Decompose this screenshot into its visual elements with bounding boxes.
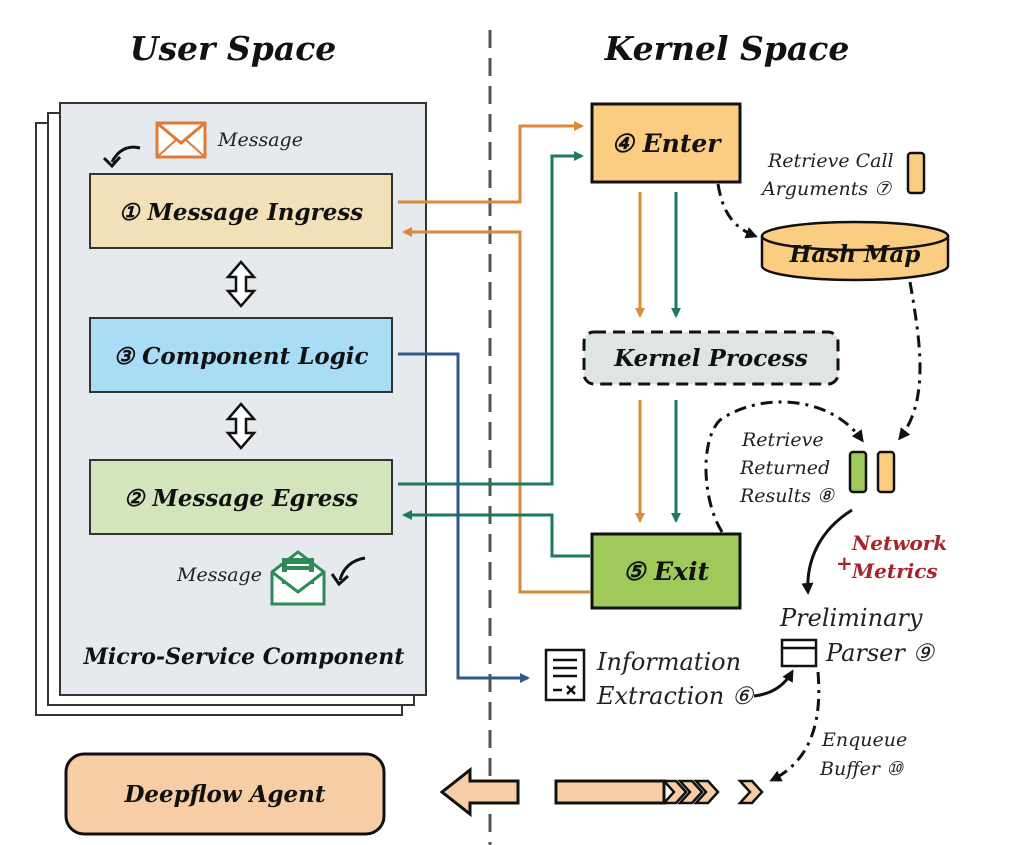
message-egress-box (89, 459, 393, 535)
deepflow-agent-box (64, 752, 386, 836)
document-icon (544, 648, 586, 702)
micro-service-label: Micro-Service Component (83, 644, 405, 670)
parser-label-2: Parser ⑨ (825, 639, 935, 667)
exit-box (590, 532, 742, 610)
parser-label-1: Preliminary (779, 604, 923, 632)
retrieve-returned-label-2: Returned (739, 457, 830, 479)
double-arrow-icon (225, 402, 257, 450)
curved-arrow-icon (102, 145, 141, 169)
buffer-bar (554, 779, 666, 805)
double-arrow-icon (225, 260, 257, 308)
network-plus-label: + (836, 551, 853, 575)
enqueue-label-1: Enqueue (821, 729, 907, 751)
message-ingress-label: ① Message Ingress (119, 199, 364, 226)
hash-map-label: Hash Map (789, 241, 921, 268)
hash-map-cylinder (760, 220, 950, 282)
info-extraction-label-1: Information (596, 648, 741, 676)
exit-label: ⑤ Exit (623, 557, 710, 586)
exit-to-egress-arrow (402, 510, 590, 558)
extraction-to-parser-arrow (753, 669, 794, 698)
returned-result-slot (848, 450, 868, 494)
kernel-space-heading: Kernel Space (604, 29, 850, 68)
deepflow-agent-label: Deepflow Agent (123, 781, 325, 808)
message-out-label: Message (176, 564, 262, 586)
egress-to-enter-arrow (398, 151, 584, 486)
kernel-process-box (582, 330, 840, 386)
enter-label: ④ Enter (612, 129, 723, 158)
network-label-2: Metrics (851, 559, 938, 583)
returned-argument-slot (876, 450, 896, 494)
exit-to-results-arrow (704, 400, 864, 533)
enqueue-label-2: Buffer ⑩ (819, 758, 904, 780)
enter-box (590, 102, 742, 184)
chevron-icon (661, 779, 764, 805)
envelope-icon (155, 121, 207, 159)
parser-to-buffer-arrow (769, 671, 821, 782)
network-label-1: Network (851, 531, 947, 555)
open-envelope-icon (270, 550, 326, 606)
logic-to-extraction-arrow (398, 352, 530, 683)
call-argument-slot (906, 151, 926, 195)
info-extraction-label-2: Extraction ⑥ (596, 682, 755, 710)
retrieve-call-label-2: Arguments ⑦ (760, 178, 892, 200)
results-to-parser-arrow (801, 508, 853, 595)
exit-to-ingress-arrow (402, 227, 590, 594)
retrieve-call-label-1: Retrieve Call (767, 150, 894, 172)
curved-arrow-icon (330, 556, 366, 587)
message-in-label: Message (217, 129, 303, 151)
hashmap-to-results-arrow (898, 281, 922, 441)
user-space-heading: User Space (130, 29, 337, 68)
to-agent-arrow (439, 766, 520, 818)
retrieve-returned-label-3: Results ⑧ (739, 485, 835, 507)
component-logic-label: ③ Component Logic (113, 343, 368, 370)
component-logic-box (89, 317, 393, 393)
retrieve-returned-label-1: Retrieve (741, 429, 824, 451)
window-icon (780, 638, 818, 668)
message-ingress-box (89, 173, 393, 249)
message-egress-label: ② Message Egress (124, 485, 359, 512)
kernel-process-label: Kernel Process (613, 345, 808, 372)
enter-to-hashmap-arrow (716, 183, 758, 239)
ingress-to-enter-arrow (398, 121, 584, 204)
